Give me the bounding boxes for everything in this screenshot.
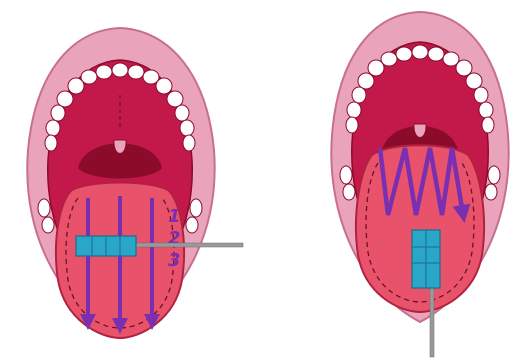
- right-brush-handle: [430, 285, 434, 357]
- right-mouth-panel: [331, 12, 508, 357]
- stroke-label-3: 3: [168, 250, 181, 271]
- stroke-number-labels: 1 2 3: [168, 206, 181, 271]
- left-brush-handle: [135, 243, 243, 247]
- stroke-label-1: 1: [168, 206, 181, 227]
- left-mouth-panel: 1 2 3: [27, 28, 243, 338]
